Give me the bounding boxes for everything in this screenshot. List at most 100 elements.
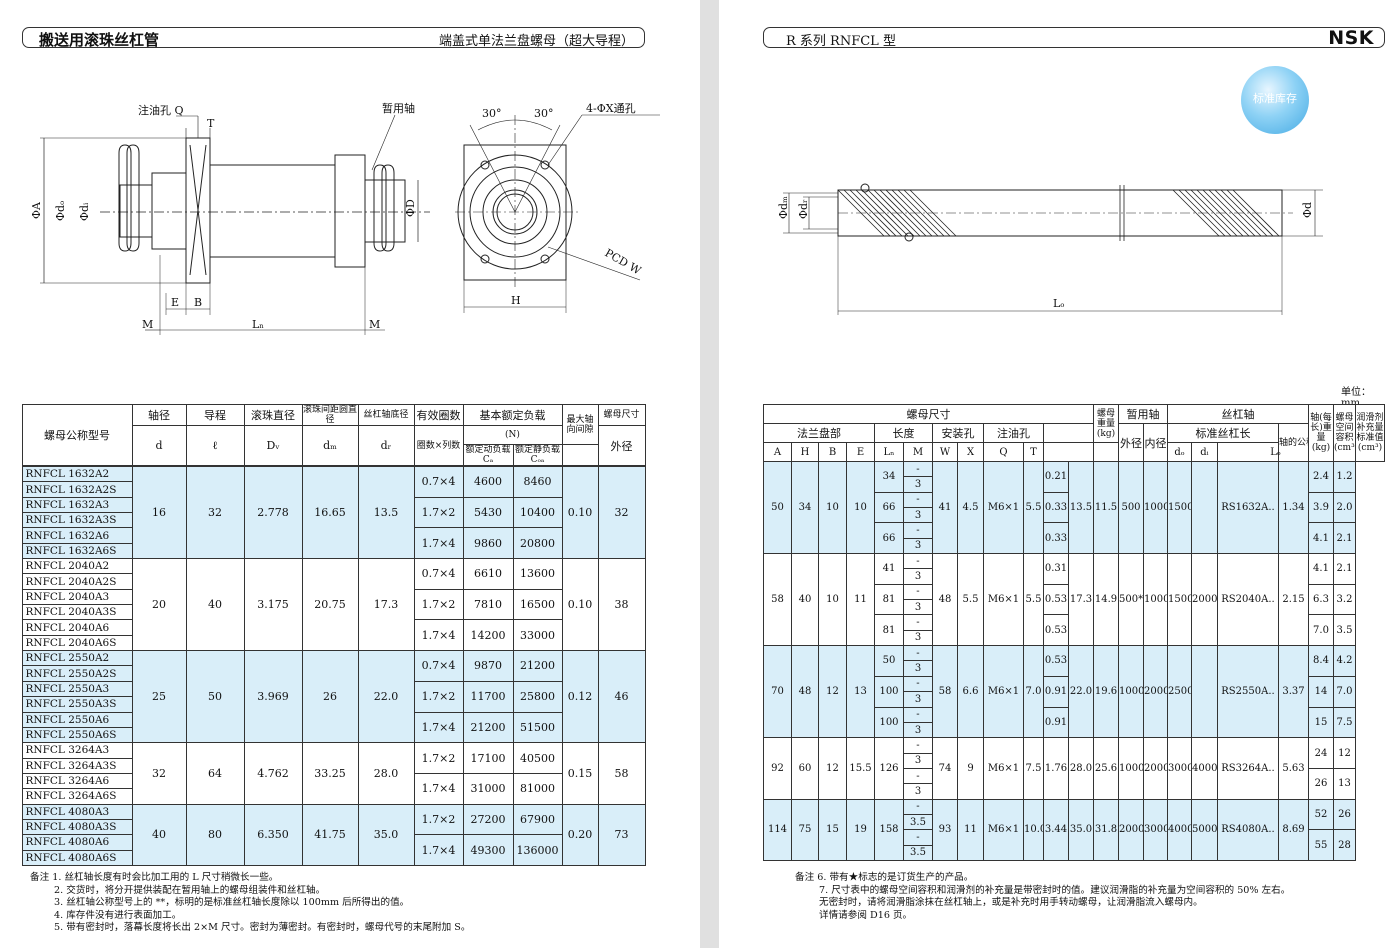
hatch-line xyxy=(1196,189,1244,237)
model-name: RNFCL 3264A3 xyxy=(21,742,133,759)
table-row: 3 xyxy=(764,537,1385,555)
hdr-grease: 润滑剂补充量标准值 (cm³) xyxy=(1355,404,1385,462)
circuits: 1.7×2 xyxy=(413,588,464,621)
oil-t: 7.5 xyxy=(1023,737,1044,800)
std-length: 2000 xyxy=(1118,798,1144,861)
lead: 64 xyxy=(185,742,245,805)
hatch-line xyxy=(855,189,903,237)
left-page: 搬送用滚珠丝杠管 端盖式单法兰盘螺母（超大导程） xyxy=(0,0,700,948)
shaft-dia: 20 xyxy=(131,558,187,652)
nut-weight: 0.31 xyxy=(1043,553,1069,585)
std-length: 2500 xyxy=(1167,645,1192,739)
shaft-model: RS4080A.. xyxy=(1217,798,1279,861)
hdr-sta: 额定静负载 Cₒₐ xyxy=(512,444,563,466)
hatch-line xyxy=(867,189,915,237)
space-volume: 15 xyxy=(1308,706,1334,739)
hdr-sym-d: d xyxy=(131,425,187,466)
std-length: 1000 xyxy=(1143,460,1168,555)
t-label: T xyxy=(207,117,215,130)
ball-pcd: 33.25 xyxy=(301,742,359,805)
hdr-dyn: 额定动负载 Cₐ xyxy=(462,444,514,466)
grease-amount: 1.2 xyxy=(1333,461,1356,493)
hdr-temp-shaft: 暂用轴 xyxy=(1118,404,1168,424)
hdr-circuits-sub: 圈数×列数 xyxy=(413,425,464,466)
flange-e: 13 xyxy=(846,645,875,739)
hatch-line xyxy=(843,189,891,237)
lead: 50 xyxy=(185,650,245,744)
stock-badge-label: 标准库存 xyxy=(1253,92,1297,105)
table-row: ★RNFCL 4080A340806.35041.7535.01.7×22720… xyxy=(21,803,646,866)
dynamic-load: 4600 xyxy=(462,466,514,498)
table-row: RNFCL 2550A2S xyxy=(21,665,645,682)
hdr-temp-id: 内径 xyxy=(1143,423,1168,462)
note-line: 无密封时，请将润滑脂涂抹在丝杠轴上，或是补充时用手转动螺母，让润滑脂流入螺母内。 xyxy=(819,897,1203,909)
hdr-length: 长度 xyxy=(874,423,933,443)
model-name: RNFCL 2040A6 xyxy=(21,619,133,636)
space-volume: 6.3 xyxy=(1308,583,1334,616)
max-gap: 0.10 xyxy=(561,465,599,560)
model-name: RNFCL 2040A2 xyxy=(21,558,133,575)
length-m: 3 xyxy=(903,537,933,555)
grease-amount: 2.1 xyxy=(1333,553,1356,585)
model-name: RNFCL 2550A6S xyxy=(21,726,133,744)
hdr-std-len: 标准丝杠长 xyxy=(1167,423,1279,443)
table-row: 3 xyxy=(764,476,1385,493)
table-row: 3 xyxy=(764,599,1385,616)
mount-x: 6.6 xyxy=(957,645,984,739)
std-length: 1500 xyxy=(1167,460,1192,555)
table-row: ★RNFCL 1632A216322.77816.6513.50.7×44600… xyxy=(21,465,646,560)
table-row: 3 xyxy=(764,629,1385,647)
space-volume: 52 xyxy=(1308,798,1334,831)
model-name: RNFCL 2040A3S xyxy=(21,604,133,621)
dynamic-load: 14200 xyxy=(462,619,514,652)
root-dia: 35.0 xyxy=(357,803,415,866)
space-volume: 55 xyxy=(1308,829,1334,861)
model-name: RNFCL 4080A3S xyxy=(21,818,133,836)
oil-t: 10.0 xyxy=(1023,798,1044,861)
nut-weight: 0.33 xyxy=(1043,522,1069,555)
note-line: 7. 尺寸表中的螺母空间容积和润滑剂的补充量是带密封时的值。建议润滑脂的补充量为… xyxy=(819,884,1291,896)
std-length-blank xyxy=(1191,460,1218,555)
model-name: RNFCL 1632A2S xyxy=(21,481,133,498)
model-name: RNFCL 2550A6 xyxy=(21,711,133,728)
length-m: - xyxy=(903,583,933,601)
std-length: 4000* xyxy=(1167,798,1192,861)
table-row: RNFCL 4080A6S xyxy=(21,849,645,866)
static-load: 21200 xyxy=(512,650,563,682)
temp-shaft-label: 暂用轴 xyxy=(382,101,415,115)
oil-t: 5.5 xyxy=(1023,460,1044,555)
table-row: RNFCL 3264A3S xyxy=(21,757,645,774)
length-m: - xyxy=(903,614,933,631)
hdr-circuits: 有效圈数 xyxy=(413,404,464,426)
dynamic-load: 17100 xyxy=(462,742,514,774)
table-row: RNFCL 4080A3S xyxy=(21,818,645,836)
shaft-weight: 2.15 xyxy=(1278,553,1309,647)
flange-b: 10 xyxy=(818,460,847,555)
oil-t: 7.0 xyxy=(1023,645,1044,739)
hatch-line xyxy=(1208,189,1256,237)
length-m: - xyxy=(903,767,933,785)
dynamic-load: 9870 xyxy=(462,650,514,682)
flange-h: 34 xyxy=(791,460,819,555)
nsk-logo: NSK xyxy=(1328,27,1374,49)
circuits: 1.7×2 xyxy=(413,742,464,774)
shaft-model: RS2040A.. xyxy=(1217,553,1279,647)
length-ln: 41 xyxy=(874,553,904,585)
ball-dia: 3.969 xyxy=(243,650,303,744)
flange-b: 10 xyxy=(818,553,847,647)
hatch-line xyxy=(1178,189,1226,237)
length-m: 3 xyxy=(903,660,933,677)
nut-weight: 0.53 xyxy=(1043,583,1069,616)
grease-amount: 28 xyxy=(1333,829,1356,861)
hdr-Q: Q xyxy=(983,442,1024,462)
shaft-model: RS3264A.. xyxy=(1217,737,1279,800)
table-row: ★RNFCL 2550A225503.9692622.00.7×49870212… xyxy=(21,650,646,744)
nut-weight: 3.44 xyxy=(1043,798,1069,861)
length-m: 3 xyxy=(903,507,933,524)
length-m: - xyxy=(903,491,933,509)
flange-a: 114 xyxy=(763,798,792,861)
hdr-flange: 法兰盘部 xyxy=(763,423,875,443)
